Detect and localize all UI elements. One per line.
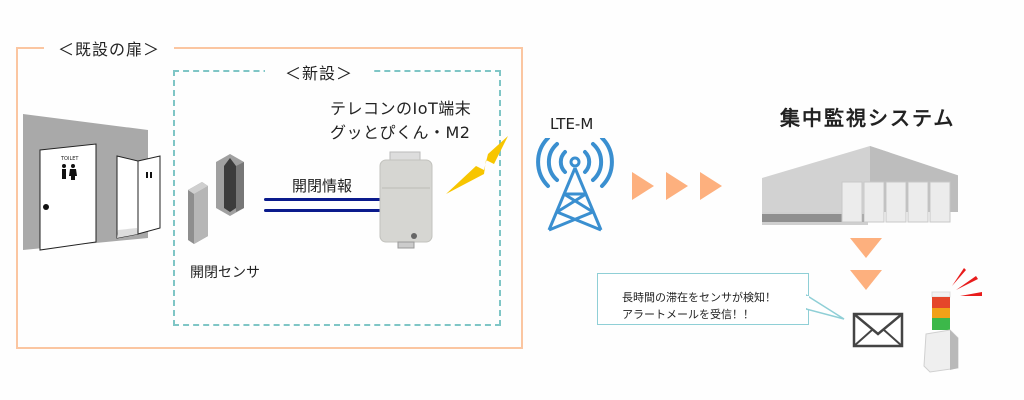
- toilet-pictogram-small-icon: [146, 172, 152, 178]
- iot-device-name-line1: テレコンのIoT端末: [330, 99, 472, 118]
- arrow-right-icon: [700, 172, 722, 200]
- open-doorway: [116, 155, 139, 239]
- signal-line-top: [264, 198, 382, 201]
- alert-message-line1: 長時間の滞在をセンサが検知！: [622, 291, 776, 304]
- alarm-flash-icon: [952, 268, 982, 296]
- monitoring-system-title: 集中監視システム: [780, 106, 956, 130]
- alert-message-line2: アラートメールを受信！！: [622, 308, 754, 321]
- toilet-sign-text: TOILET: [60, 156, 79, 162]
- existing-door-title: ＜既設の扉＞: [44, 36, 175, 60]
- mail-icon: [852, 312, 904, 348]
- open-door: [137, 155, 161, 235]
- signal-tower-light-icon: [923, 268, 982, 373]
- existing-door-frame: [16, 47, 523, 349]
- network-label: LTE-M: [550, 115, 594, 133]
- flow-arrows-down: [850, 238, 882, 290]
- toilet-doors-illustration: TOILET: [23, 114, 161, 251]
- alert-message: 長時間の滞在をセンサが検知！ アラートメールを受信！！: [622, 289, 776, 323]
- iot-device-name: テレコンのIoT端末 グッとぴくん・M2: [330, 97, 471, 145]
- sensor-label: 開閉センサ: [190, 265, 260, 281]
- iot-device-name-line2: グッとぴくん・M2: [330, 123, 471, 142]
- toilet-pictogram-icon: [62, 164, 77, 180]
- data-center-icon: [762, 146, 958, 225]
- new-installation-title: ＜新設＞: [265, 60, 374, 84]
- door-knob: [43, 204, 49, 210]
- lightning-icon: [446, 136, 508, 194]
- alert-speech-bubble: [597, 273, 809, 325]
- flow-arrows-right: [632, 172, 722, 200]
- arrow-right-icon: [666, 172, 688, 200]
- signal-line-bottom: [264, 209, 382, 212]
- closed-door: [39, 143, 97, 251]
- signal-label: 開閉情報: [292, 177, 353, 195]
- door-sensor-icon: [188, 154, 244, 244]
- arrow-down-icon: [850, 238, 882, 258]
- speech-bubble-tail: [806, 294, 845, 320]
- arrow-right-icon: [632, 172, 654, 200]
- iot-device-icon: [379, 151, 433, 249]
- arrow-down-icon: [850, 270, 882, 290]
- antenna-tower-icon: [536, 138, 614, 232]
- server-racks: [841, 181, 951, 223]
